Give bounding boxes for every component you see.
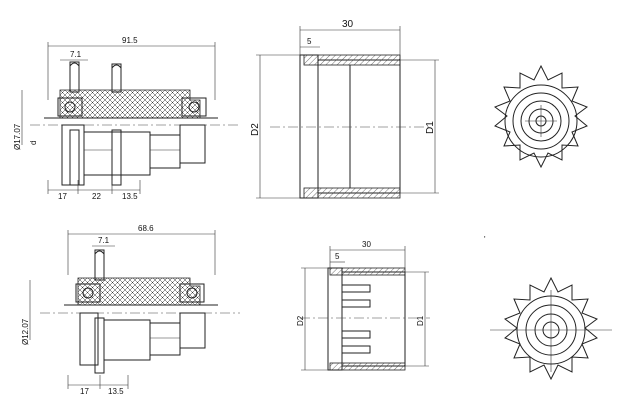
dim-flange-2: 5 [335, 252, 340, 261]
sprocket-tooth-bottom-1 [69, 129, 80, 186]
dim-segment-1-b: 17 [80, 387, 89, 396]
dim-bore-diameter-2: Ø12.07 [21, 318, 30, 345]
sprocket-tooth-bottom [94, 317, 105, 374]
sprocket-teeth-outline [493, 64, 589, 169]
dim-segment-3: 13.5 [122, 192, 138, 201]
top-middle-sleeve: 30 5 D2 D1 [250, 19, 439, 199]
dim-sleeve-width-2: 30 [362, 240, 371, 249]
dim-segment-3-b: 13.5 [108, 387, 124, 396]
top-right-sprocket-front [493, 64, 589, 169]
dim-tooth-thickness-2: 7.1 [98, 236, 110, 245]
top-left-sprocket-assembly: 91.5 7.1 Ø17.07 d [13, 36, 240, 201]
dim-flange: 5 [307, 37, 312, 46]
dim-sleeve-width: 30 [342, 19, 354, 30]
bottom-right-sprocket-front: ' [484, 235, 612, 381]
bottom-middle-slotted-sleeve: 30 5 D2 D1 [296, 240, 430, 371]
dim-total-width-2: 68.6 [138, 224, 154, 233]
sprocket-teeth-outline-2 [503, 276, 599, 381]
dim-d2: D2 [250, 123, 261, 136]
dim-segment-2: 22 [92, 192, 101, 201]
dim-tooth-thickness: 7.1 [70, 50, 82, 59]
bottom-left-sprocket-assembly: 68.6 7.1 Ø12.07 17 13.5 [21, 224, 240, 396]
dim-d: d [29, 141, 38, 145]
dim-d1: D1 [425, 121, 436, 134]
dim-d2-2: D2 [296, 315, 305, 326]
dim-segment-1: 17 [58, 192, 67, 201]
stray-mark: ' [484, 235, 486, 244]
dim-bore-diameter: Ø17.07 [13, 123, 22, 150]
dim-total-width: 91.5 [122, 36, 138, 45]
hub-body-section [59, 89, 201, 119]
sprocket-tooth-bottom-2 [111, 129, 122, 186]
sprocket-tooth-top-2 [111, 63, 122, 93]
sprocket-tooth-top-1 [69, 61, 80, 93]
hub-body-section-2 [77, 277, 201, 306]
dim-d1-2: D1 [416, 315, 425, 326]
sprocket-tooth-top [94, 249, 105, 281]
